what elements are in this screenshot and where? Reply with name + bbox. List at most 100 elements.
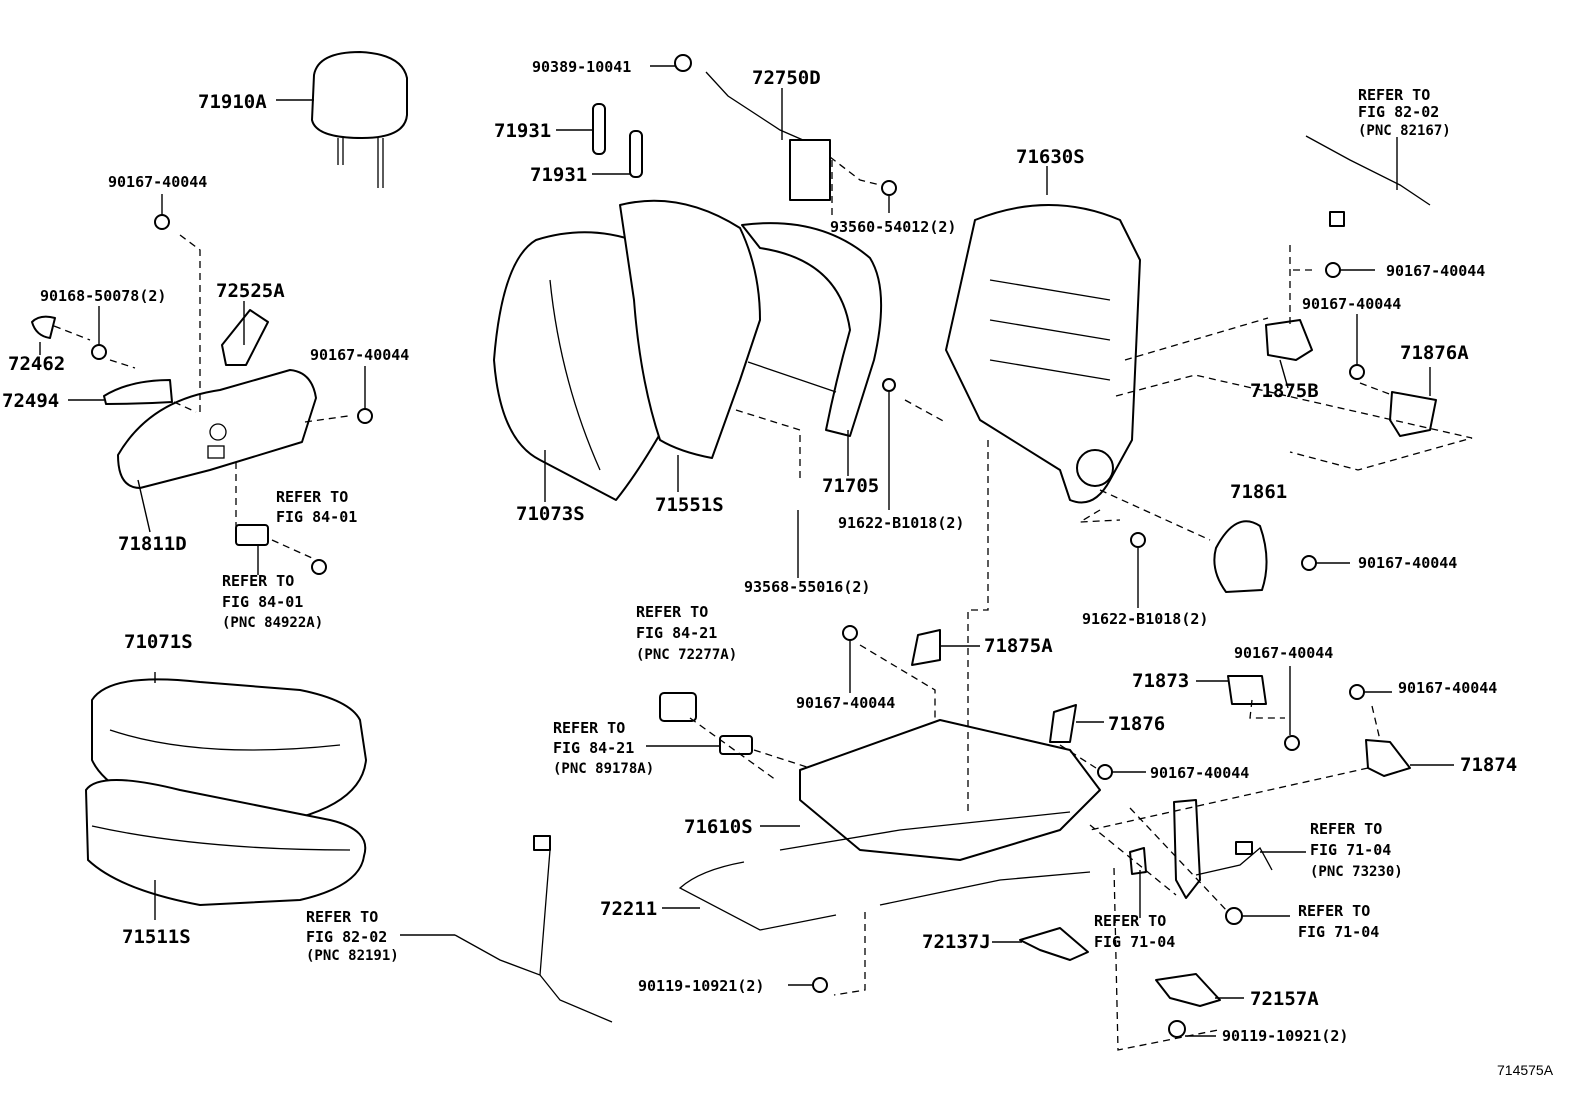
refer-label: REFER TO — [1298, 902, 1370, 920]
part-label: 90167-40044 — [1302, 295, 1401, 313]
connector-shape — [659, 692, 697, 722]
part-label: 71610S — [684, 816, 753, 838]
refer-label: FIG 84-21 — [636, 624, 717, 642]
part-label: 72211 — [600, 898, 657, 920]
screw-shape — [91, 344, 107, 360]
refer-label: REFER TO — [1310, 820, 1382, 838]
bracket-shape — [1265, 319, 1313, 361]
seatback-frame-shape — [945, 204, 1141, 504]
part-label: 90389-10041 — [532, 58, 631, 76]
refer-label: (PNC 82167) — [1358, 123, 1451, 139]
refer-label: REFER TO — [1358, 86, 1430, 104]
part-label: 71630S — [1016, 146, 1085, 168]
part-label: 72494 — [2, 390, 59, 412]
refer-label: (PNC 73230) — [1310, 864, 1403, 880]
refer-label: (PNC 84922A) — [222, 615, 323, 631]
wire-harness-shape — [454, 934, 613, 1023]
pin-shape — [629, 130, 643, 178]
part-label: 90167-40044 — [108, 173, 207, 191]
part-shapes — [31, 51, 1437, 1038]
back-board-shape — [741, 222, 883, 437]
cushion-pad-shape — [85, 779, 367, 906]
refer-label: REFER TO — [1094, 912, 1166, 930]
refer-label: (PNC 89178A) — [553, 761, 654, 777]
part-label: 90119-10921(2) — [638, 977, 764, 995]
bracket-shape — [1365, 739, 1411, 777]
part-label: 71071S — [124, 631, 193, 653]
part-label: 90167-40044 — [310, 346, 409, 364]
wire-harness-shape — [1305, 135, 1431, 206]
wire-rod-shape — [678, 861, 837, 931]
part-label: 71876 — [1108, 713, 1165, 735]
headrest-shape — [311, 51, 408, 139]
bolt-shape — [674, 54, 692, 72]
part-label: 90167-40044 — [1358, 554, 1457, 572]
part-label: 72462 — [8, 353, 65, 375]
part-label: 71931 — [494, 120, 551, 142]
refer-label: REFER TO — [636, 603, 708, 621]
refer-label: REFER TO — [222, 572, 294, 590]
knob-shape — [31, 315, 56, 339]
back-cover-shape — [493, 231, 669, 501]
refer-label: REFER TO — [553, 719, 625, 737]
refer-label: FIG 82-02 — [306, 928, 387, 946]
back-pad-shape — [619, 199, 761, 459]
part-label: 71551S — [655, 494, 724, 516]
part-label: 71511S — [122, 926, 191, 948]
refer-label: (PNC 82191) — [306, 948, 399, 964]
cover-shape — [1019, 927, 1089, 961]
side-shield-shape — [117, 369, 317, 489]
connector-shape — [719, 735, 753, 755]
refer-label: FIG 84-01 — [276, 508, 357, 526]
part-label: 71875A — [984, 635, 1053, 657]
part-label: 90167-40044 — [1386, 262, 1485, 280]
part-label: 90119-10921(2) — [1222, 1027, 1348, 1045]
pin-shape — [592, 103, 606, 155]
part-label: 90167-40044 — [796, 694, 895, 712]
part-label: 72137J — [922, 931, 991, 953]
part-label: 71073S — [516, 503, 585, 525]
lever-shape — [103, 379, 173, 405]
part-label: 90167-40044 — [1398, 679, 1497, 697]
part-labels: 71910A 90167-40044 72525A 90168-50078(2)… — [2, 58, 1554, 1078]
part-label: 71931 — [530, 164, 587, 186]
leader-lines — [39, 65, 1454, 1037]
screw-shape — [311, 559, 327, 575]
part-label: 72750D — [752, 67, 821, 89]
part-label: 71705 — [822, 475, 879, 497]
part-label: 90168-50078(2) — [40, 287, 166, 305]
refer-label: REFER TO — [276, 488, 348, 506]
part-label: 71873 — [1132, 670, 1189, 692]
part-label: 93568-55016(2) — [744, 578, 870, 596]
part-label: 72157A — [1250, 988, 1319, 1010]
part-label: 71910A — [198, 91, 267, 113]
part-label: 91622-B1018(2) — [838, 514, 964, 532]
part-label: 71875B — [1250, 380, 1319, 402]
refer-label: FIG 71-04 — [1094, 933, 1175, 951]
part-label: 71874 — [1460, 754, 1517, 776]
bracket-shape — [1227, 675, 1267, 705]
hinge-cover-shape — [1213, 520, 1268, 593]
cover-shape — [1155, 973, 1221, 1007]
part-label: 71861 — [1230, 481, 1287, 503]
bracket-shape — [1389, 391, 1437, 437]
part-label: 93560-54012(2) — [830, 218, 956, 236]
part-label: 71876A — [1400, 342, 1469, 364]
cover-shape — [221, 309, 269, 366]
refer-label: FIG 84-21 — [553, 739, 634, 757]
screw-shape — [154, 214, 170, 230]
refer-label: FIG 84-01 — [222, 593, 303, 611]
part-label: 90167-40044 — [1150, 764, 1249, 782]
seat-adjuster-shape — [799, 719, 1101, 861]
bracket-shape — [911, 629, 941, 666]
part-label: 71811D — [118, 533, 187, 555]
part-label: 72525A — [216, 280, 285, 302]
assembly-dashed-lines — [53, 156, 1473, 1051]
bracket-shape — [1049, 704, 1077, 743]
screw-shape — [357, 408, 373, 424]
refer-label: REFER TO — [306, 908, 378, 926]
refer-label: FIG 71-04 — [1298, 923, 1379, 941]
part-label: 91622-B1018(2) — [1082, 610, 1208, 628]
refer-label: FIG 82-02 — [1358, 103, 1439, 121]
